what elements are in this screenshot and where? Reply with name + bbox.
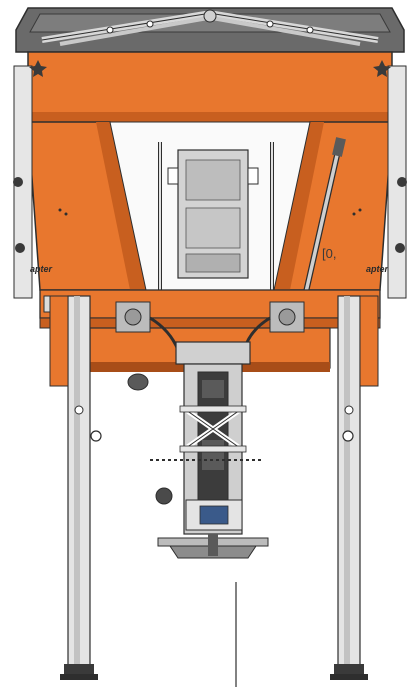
brand-label-left: apter bbox=[30, 264, 53, 274]
hopper-lid bbox=[15, 7, 405, 53]
discharge-chute bbox=[150, 341, 262, 535]
brand-label-right: apter bbox=[366, 264, 389, 274]
hopper-rods bbox=[158, 137, 346, 300]
side-marking: [0, bbox=[322, 246, 336, 261]
left-support-leg bbox=[49, 295, 102, 680]
right-support-leg bbox=[330, 295, 379, 680]
inspection-hatch bbox=[167, 149, 259, 279]
spinner-disc bbox=[157, 534, 269, 559]
